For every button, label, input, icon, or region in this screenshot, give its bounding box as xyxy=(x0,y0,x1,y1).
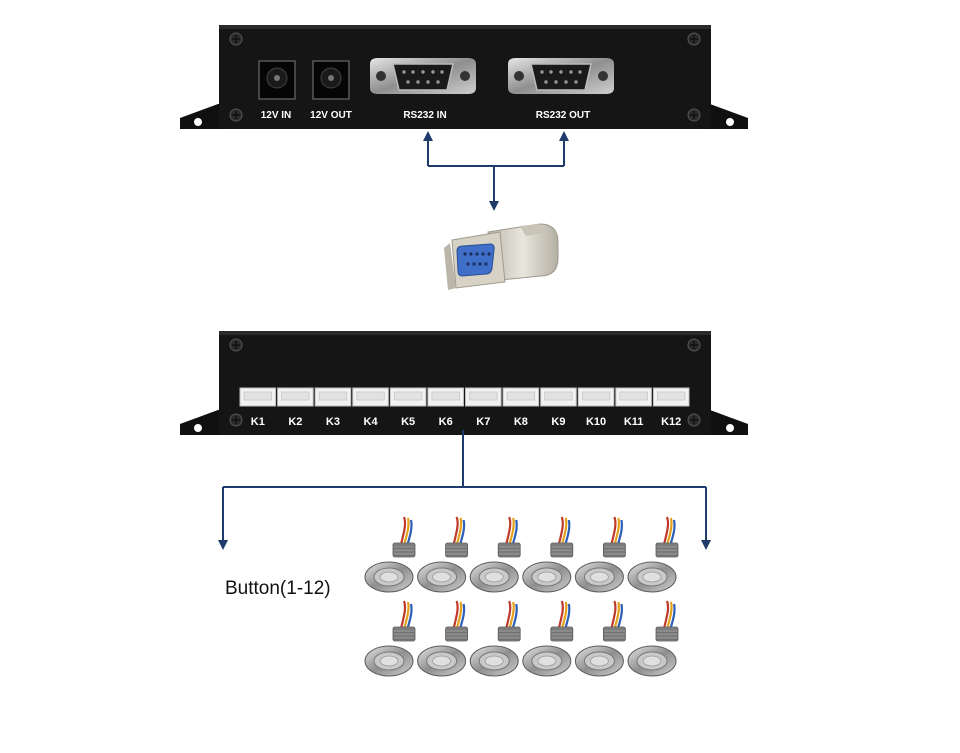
terminal-k11: K11 xyxy=(615,387,652,428)
button-grid xyxy=(364,516,679,677)
terminal-k1: K1 xyxy=(239,387,277,428)
mount-hole-icon xyxy=(194,424,202,432)
screw-icon xyxy=(229,108,243,122)
mount-hole-icon xyxy=(194,118,202,126)
port-label-rs232-out: RS232 OUT xyxy=(536,110,590,121)
terminal-k4: K4 xyxy=(352,387,389,428)
terminal-block-row: K1 K2 K3 K4 K5 K6 K7 K8 K9 K10 K11 K12 xyxy=(239,387,690,428)
bottom-device: K1 K2 K3 K4 K5 K6 K7 K8 K9 K10 K11 K12 xyxy=(180,331,748,435)
push-button-9 xyxy=(469,600,521,677)
port-label-12v-in: 12V IN xyxy=(261,110,292,121)
terminal-k5: K5 xyxy=(389,387,427,428)
dc-jack-12v-in xyxy=(258,60,296,100)
push-button-2 xyxy=(417,516,469,593)
key-label-k11: K11 xyxy=(624,416,644,428)
push-button-11 xyxy=(574,600,626,677)
push-button-5 xyxy=(574,516,626,593)
terminal-k8: K8 xyxy=(502,387,540,428)
key-label-k3: K3 xyxy=(326,416,340,428)
terminal-k6: K6 xyxy=(427,387,464,428)
push-button-7 xyxy=(364,600,416,677)
push-button-12 xyxy=(627,600,679,677)
key-label-k1: K1 xyxy=(251,416,265,428)
push-button-3 xyxy=(469,516,521,593)
terminal-k2: K2 xyxy=(277,387,314,428)
key-label-k10: K10 xyxy=(586,416,606,428)
push-button-6 xyxy=(627,516,679,593)
port-label-rs232-in: RS232 IN xyxy=(403,110,446,121)
push-button-1 xyxy=(364,516,416,593)
mount-hole-icon xyxy=(726,424,734,432)
key-label-k9: K9 xyxy=(551,416,565,428)
db9-loopback-plug-icon xyxy=(444,223,559,290)
dc-jack-12v-out xyxy=(312,60,350,100)
screw-icon xyxy=(687,108,701,122)
button-caption: Button(1-12) xyxy=(225,578,331,599)
rs232-link-arrows xyxy=(423,131,569,211)
screw-icon xyxy=(687,338,701,352)
terminal-k7: K7 xyxy=(465,387,502,428)
key-label-k7: K7 xyxy=(476,416,490,428)
key-label-k8: K8 xyxy=(514,416,528,428)
terminal-k12: K12 xyxy=(652,387,690,428)
key-fanout-arrows xyxy=(218,430,711,550)
key-label-k5: K5 xyxy=(401,416,415,428)
screw-icon xyxy=(229,32,243,46)
terminal-k3: K3 xyxy=(314,387,352,428)
push-button-8 xyxy=(417,600,469,677)
key-label-k2: K2 xyxy=(288,416,302,428)
push-button-4 xyxy=(522,516,574,593)
db9-rs232-in xyxy=(370,58,476,94)
screw-icon xyxy=(687,32,701,46)
mount-hole-icon xyxy=(726,118,734,126)
key-label-k12: K12 xyxy=(661,416,681,428)
push-button-10 xyxy=(522,600,574,677)
key-label-k4: K4 xyxy=(364,416,379,428)
screw-icon xyxy=(229,338,243,352)
screw-icon xyxy=(229,413,243,427)
terminal-k10: K10 xyxy=(577,387,615,428)
terminal-k9: K9 xyxy=(540,387,577,428)
port-label-12v-out: 12V OUT xyxy=(310,110,352,121)
db9-rs232-out xyxy=(508,58,614,94)
screw-icon xyxy=(687,413,701,427)
key-label-k6: K6 xyxy=(439,416,453,428)
top-device: 12V IN 12V OUT RS232 IN RS232 OUT xyxy=(180,25,748,129)
